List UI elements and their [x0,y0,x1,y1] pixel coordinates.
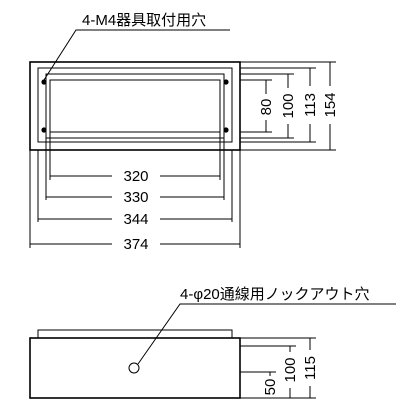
mount-hole-bottom-right [223,127,229,133]
side-height-label-100: 100 [282,357,299,382]
mounting-frame [37,67,233,143]
height-label-80: 80 [258,99,275,116]
width-label-320: 320 [123,168,148,185]
height-label-100: 100 [280,93,297,118]
knockout-leader-line [137,303,396,365]
height-dimensions: 80 100 113 154 [240,61,339,151]
height-label-154: 154 [322,92,339,117]
inner-frame [45,73,225,139]
side-height-dimensions: 50 100 115 [240,337,319,399]
front-view: 4-M4器具取付用穴 [29,12,241,160]
mount-hole-top-right [223,79,229,85]
side-height-label-50: 50 [262,379,279,396]
knockout-label: 4-φ20通線用ノックアウト穴 [180,286,369,303]
height-label-113: 113 [302,93,319,117]
width-label-374: 374 [123,236,148,253]
side-body [29,337,241,399]
width-label-344: 344 [123,211,148,228]
side-view: 4-φ20通線用ノックアウト穴 [29,286,396,399]
width-dimensions: 320 330 344 374 [29,132,241,253]
mount-hole-bottom-left [41,127,47,133]
mount-hole-top-left [41,79,47,85]
hole-label: 4-M4器具取付用穴 [82,12,206,29]
outer-flange [29,61,241,151]
hole-leader-line [43,29,230,81]
side-flange [37,329,233,339]
width-label-330: 330 [123,189,148,206]
opening [49,79,221,133]
side-height-label-115: 115 [302,356,319,380]
knockout-hole [128,362,140,374]
